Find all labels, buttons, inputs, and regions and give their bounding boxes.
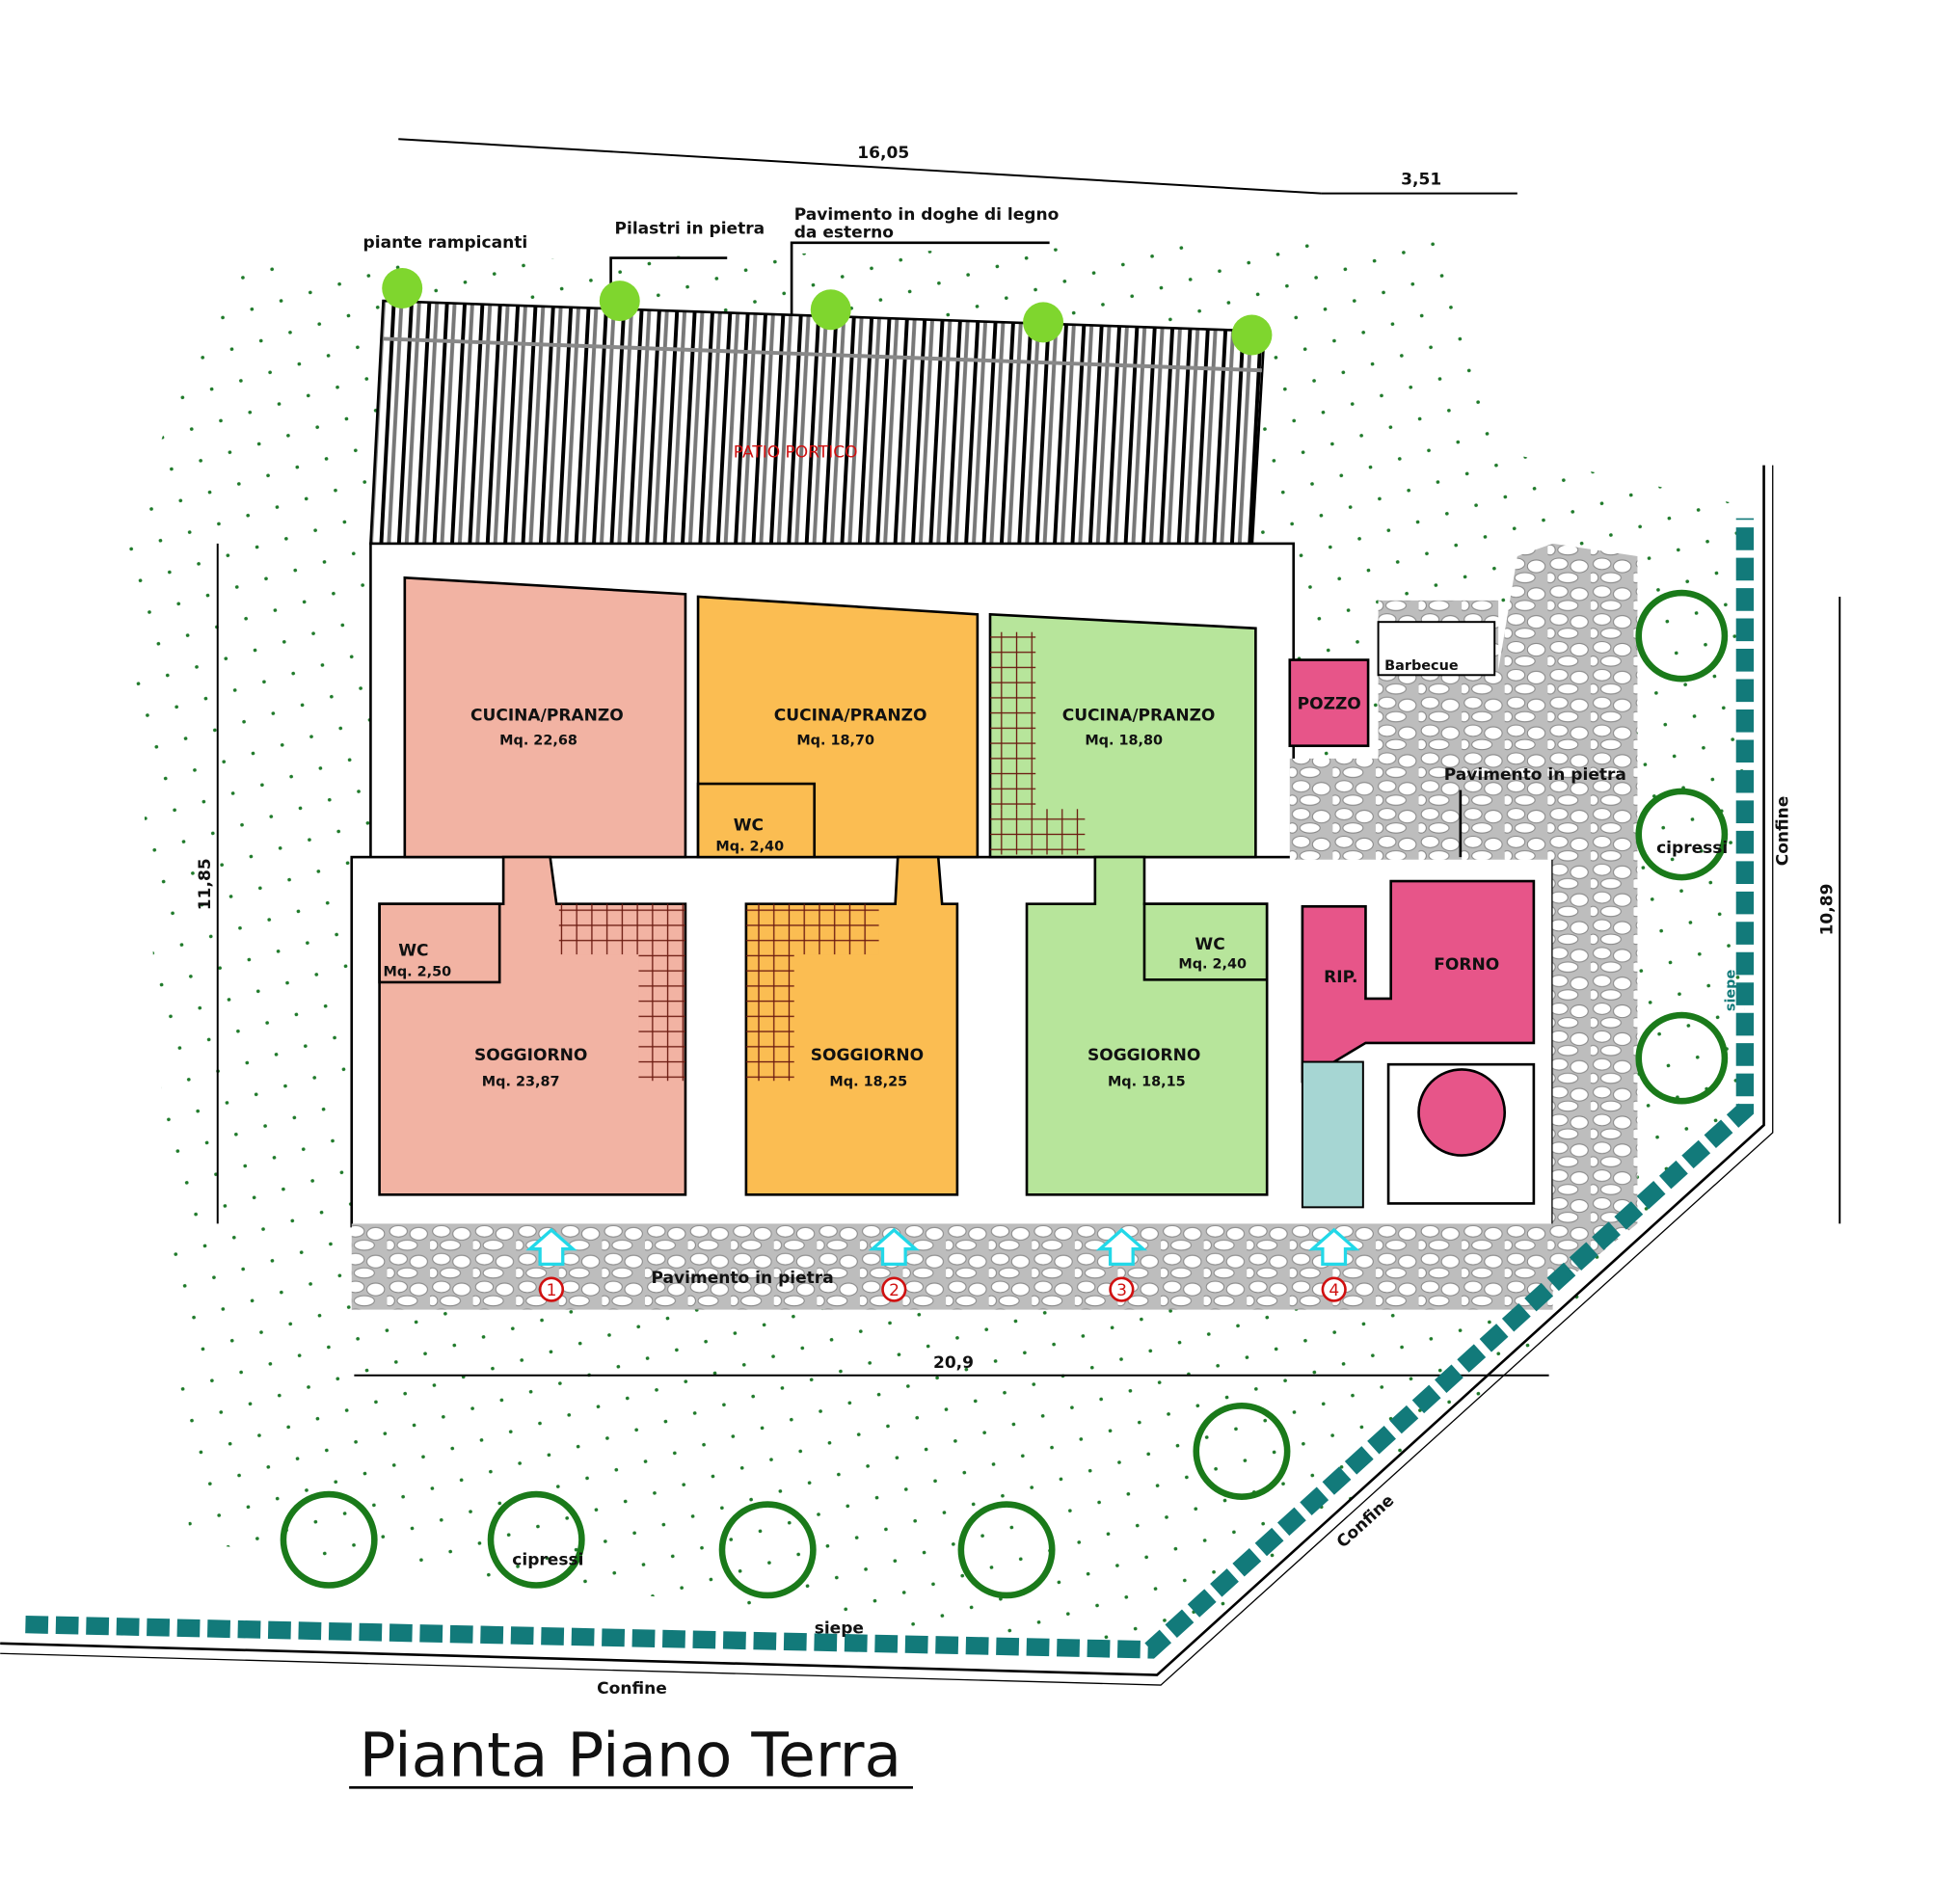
svg-text:3: 3 [1116, 1281, 1127, 1300]
svg-text:2: 2 [889, 1281, 899, 1300]
svg-text:4: 4 [1329, 1281, 1339, 1300]
dimension-bottom: 20,9 [933, 1353, 974, 1373]
hedge [25, 518, 1755, 1659]
unit-1-living: SOGGIORNO [474, 1046, 587, 1065]
unit-2-wc-area: Mq. 2,40 [715, 840, 784, 855]
unit-2-kitchen-area: Mq. 18,70 [796, 733, 874, 748]
label-stone-front: Pavimento in pietra [652, 1269, 834, 1288]
bbq-label: Barbecue [1384, 658, 1459, 674]
label-cypress-right: cipressi [1656, 839, 1728, 858]
label-pillars: Pilastri in pietra [615, 220, 765, 239]
unit-3-living-area: Mq. 18,15 [1108, 1074, 1186, 1089]
label-plants: piante rampicanti [363, 233, 528, 253]
dimension-left: 11,85 [196, 858, 215, 910]
unit-3: CUCINA/PRANZO Mq. 18,80 WC Mq. 2,40 SOGG… [988, 612, 1269, 1196]
storage-label: RIP. [1324, 968, 1357, 987]
boundary [0, 465, 1774, 1686]
unit-2-living: SOGGIORNO [811, 1046, 924, 1065]
cypress-trees [280, 589, 1729, 1599]
dimension-lines [216, 138, 1841, 1377]
unit-2-living-area: Mq. 18,25 [829, 1074, 907, 1089]
unit-2-wc: WC [734, 816, 764, 836]
unit-1-kitchen-area: Mq. 22,68 [499, 733, 577, 748]
entrance-3[interactable]: 3 [1095, 1227, 1148, 1302]
label-deck-2: da esterno [794, 224, 894, 243]
label-deck: Pavimento in doghe di legno [794, 205, 1060, 225]
unit-1-wc: WC [398, 941, 428, 960]
dimension-right: 10,89 [1817, 884, 1837, 936]
patio-porch [369, 268, 1273, 596]
unit-2: CUCINA/PRANZO Mq. 18,70 WC Mq. 2,40 SOGG… [696, 595, 980, 1196]
unit-3-kitchen: CUCINA/PRANZO [1062, 706, 1216, 725]
entrances: 1 2 3 4 [525, 1227, 1360, 1302]
oven-label: FORNO [1434, 955, 1499, 975]
entrance-4[interactable]: 4 [1308, 1227, 1360, 1302]
unit-1-wc-area: Mq. 2,50 [384, 964, 452, 979]
label-patio: PATIO PORTICO [734, 443, 858, 463]
label-boundary-right: Confine [1773, 796, 1792, 867]
unit-3-wc: WC [1195, 935, 1224, 954]
climbing-plants [382, 268, 1273, 356]
label-boundary-bottom: Confine [597, 1679, 667, 1699]
entrance-1[interactable]: 1 [525, 1227, 577, 1302]
svg-text:1: 1 [547, 1281, 557, 1300]
unit-2-kitchen: CUCINA/PRANZO [774, 706, 927, 725]
annex: POZZO Barbecue RIP. FORNO [1288, 621, 1536, 1209]
stone-paving-side [1289, 543, 1638, 1310]
stone-paving-front [351, 1223, 1553, 1310]
unit-1: CUCINA/PRANZO Mq. 22,68 WC Mq. 2,50 SOGG… [378, 575, 687, 1196]
label-cypress-left: cipressi [512, 1550, 583, 1569]
plan-title: Pianta Piano Terra [360, 1720, 901, 1790]
entrance-2[interactable]: 2 [868, 1227, 920, 1302]
unit-1-kitchen: CUCINA/PRANZO [470, 706, 624, 725]
unit-3-kitchen-area: Mq. 18,80 [1085, 733, 1163, 748]
unit-3-wc-area: Mq. 2,40 [1178, 957, 1247, 973]
label-stone-side: Pavimento in pietra [1444, 765, 1626, 785]
label-hedge-right: siepe [1723, 970, 1738, 1012]
dimension-top-side: 3,51 [1401, 170, 1441, 189]
label-hedge-bottom: siepe [815, 1619, 864, 1638]
unit-1-living-area: Mq. 23,87 [482, 1074, 560, 1089]
well-label: POZZO [1298, 695, 1361, 714]
unit-3-living: SOGGIORNO [1087, 1046, 1200, 1065]
dimension-top-main: 16,05 [857, 144, 909, 163]
